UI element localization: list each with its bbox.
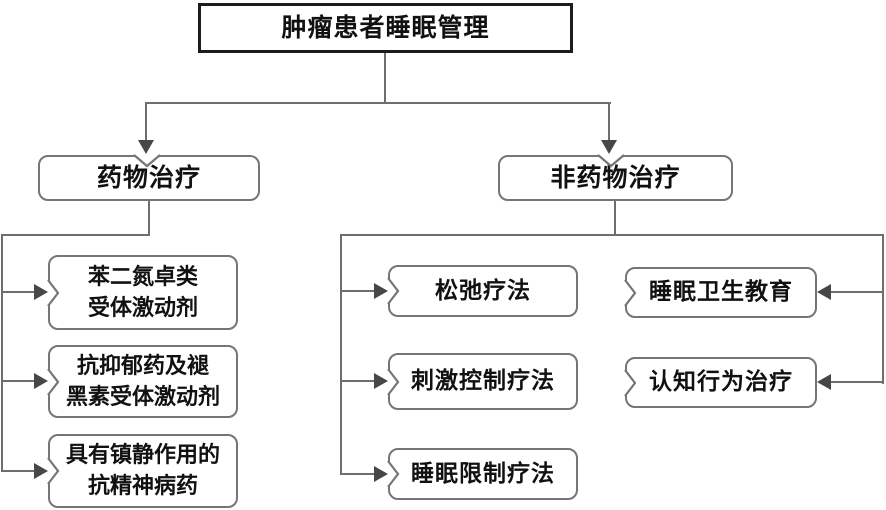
node-stimulus-control-therapy: 刺激控制疗法	[387, 353, 578, 410]
node-label-line: 受体激动剂	[87, 294, 198, 320]
node-root-label: 肿瘤患者睡眠管理	[281, 14, 490, 42]
node-root: 肿瘤患者睡眠管理	[198, 3, 573, 53]
arrow-notch	[387, 460, 400, 488]
connector-line	[145, 102, 147, 140]
connector-line	[340, 473, 374, 475]
arrowhead-right-icon	[34, 284, 48, 300]
node-nondrug-therapy-label: 非药物治疗	[550, 164, 681, 192]
node-label-line: 抗精神病药	[87, 473, 198, 498]
arrow-notch	[387, 277, 400, 305]
node-label-line: 具有镇静作用的	[65, 442, 220, 468]
connector-line	[831, 291, 884, 293]
connector-line	[340, 380, 374, 382]
arrow-notch	[47, 367, 60, 396]
arrowhead-right-icon	[34, 463, 48, 479]
arrowhead-right-icon	[374, 373, 388, 389]
node-label-line: 睡眠限制疗法	[411, 460, 555, 486]
node-label-line: 抗抑郁药及褪	[76, 352, 209, 378]
connector-line	[1, 234, 150, 236]
arrow-notch	[47, 278, 60, 307]
node-label-line: 黑素受体激动剂	[65, 383, 220, 409]
node-label-line: 苯二氮卓类	[87, 263, 198, 289]
connector-line	[148, 200, 150, 236]
connector-line	[145, 102, 611, 104]
arrow-notch	[47, 457, 60, 485]
node-sleep-hygiene-education: 睡眠卫生教育	[624, 267, 817, 318]
arrowhead-down-icon	[138, 140, 154, 154]
connector-line	[340, 234, 342, 475]
node-label-line: 睡眠卫生教育	[649, 279, 793, 305]
node-benzodiazepine-agonists: 苯二氮卓类 受体激动剂	[47, 255, 238, 330]
node-label-line: 认知行为治疗	[649, 369, 793, 395]
arrowhead-right-icon	[34, 373, 48, 389]
connector-line	[831, 381, 884, 383]
connector-line	[1, 380, 34, 382]
node-nondrug-therapy: 非药物治疗	[498, 154, 733, 201]
connector-line	[384, 53, 386, 103]
connector-line	[1, 470, 34, 472]
arrowhead-left-icon	[817, 374, 831, 390]
node-label-line: 松弛疗法	[435, 277, 531, 303]
node-sleep-restriction-therapy: 睡眠限制疗法	[387, 448, 578, 500]
arrow-notch	[387, 367, 400, 396]
connector-line	[340, 234, 884, 236]
node-antidepressant-melatonin-agonists: 抗抑郁药及褪 黑素受体激动剂	[47, 345, 238, 418]
connector-line	[882, 234, 884, 384]
connector-line	[614, 200, 616, 236]
arrowhead-right-icon	[374, 283, 388, 299]
node-cognitive-behavioral-therapy: 认知行为治疗	[624, 357, 817, 408]
connector-line	[1, 234, 3, 472]
connector-line	[1, 291, 34, 293]
arrowhead-left-icon	[817, 284, 831, 300]
node-label-line: 刺激控制疗法	[411, 368, 555, 394]
arrow-notch	[624, 278, 637, 307]
node-relaxation-therapy: 松弛疗法	[387, 265, 578, 317]
node-drug-therapy-label: 药物治疗	[96, 164, 201, 192]
arrowhead-right-icon	[374, 466, 388, 482]
node-sedative-antipsychotics: 具有镇静作用的 抗精神病药	[47, 434, 238, 508]
connector-line	[340, 290, 374, 292]
connector-line	[608, 102, 610, 140]
arrowhead-down-icon	[601, 140, 617, 154]
node-drug-therapy: 药物治疗	[38, 154, 260, 201]
arrow-notch	[624, 368, 637, 397]
